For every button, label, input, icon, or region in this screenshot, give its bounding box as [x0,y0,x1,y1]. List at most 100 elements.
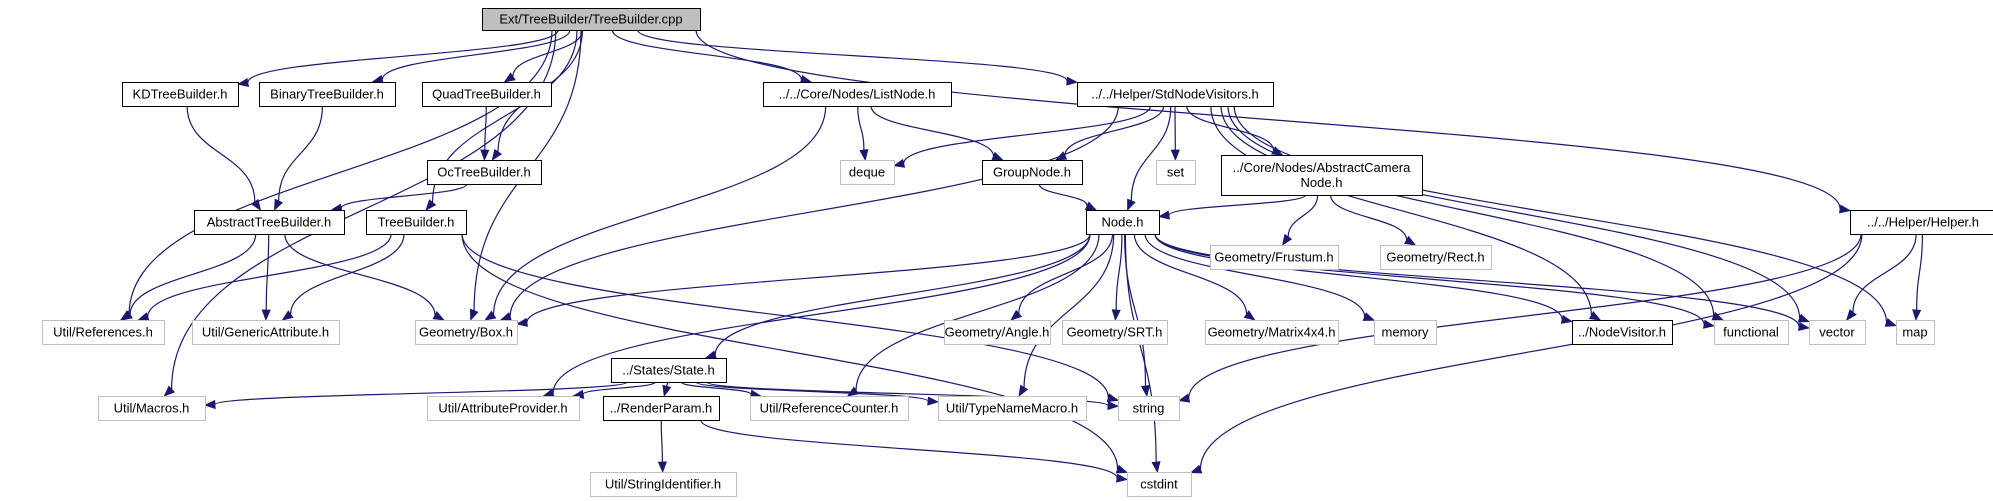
edge-listnode-to-groupnode [870,105,1004,161]
node-functional[interactable]: functional [1714,320,1789,345]
node-label: Ext/TreeBuilder/TreeBuilder.cpp [499,12,682,27]
node-vector[interactable]: vector [1809,320,1866,345]
edge-line [1852,233,1917,313]
node-nodevisitor[interactable]: ../NodeVisitor.h [1572,320,1673,345]
node-box [1086,210,1160,235]
edge-line [1227,105,1801,319]
node-label: ../Core/Nodes/AbstractCamera [1233,160,1412,175]
node-rect[interactable]: Geometry/Rect.h [1380,245,1492,270]
node-treebuilderh[interactable]: TreeBuilder.h [366,210,467,235]
edge-arrowhead [274,198,283,211]
node-label: KDTreeBuilder.h [133,87,228,102]
edge-line [1144,233,1366,317]
edge-state-to-string [706,381,1120,411]
node-box [1127,472,1192,497]
edge-stdnodevisitors-to-functional [1220,105,1724,321]
node-cstdint[interactable]: cstdint [1127,472,1192,497]
edge-root-to-kdtree [236,29,559,88]
edge-treebuilderh-to-cstdint [461,233,1129,474]
edge-line [1188,233,1862,399]
node-stdnodevisitors[interactable]: ../../Helper/StdNodeVisitors.h [1077,82,1274,107]
edge-line [1154,233,1800,327]
edge-helperh-to-map [1912,233,1923,322]
node-frustum[interactable]: Geometry/Frustum.h [1210,245,1339,270]
edge-stdnodevisitors-to-nodevisitor [1210,105,1602,321]
node-helperh[interactable]: ../../Helper/Helper.h [1850,210,1993,235]
node-set[interactable]: set [1156,160,1196,185]
node-srt[interactable]: Geometry/SRT.h [1062,320,1168,345]
edge-arrowhead [704,350,717,360]
node-binarytree[interactable]: BinaryTreeBuilder.h [259,82,396,107]
edge-root-to-stdnodevisitors [637,29,1079,86]
node-groupnode[interactable]: GroupNode.h [982,160,1083,185]
edge-arrowhead [480,149,490,162]
edge-arrowhead [1362,312,1376,321]
edge-arrowhead [163,385,176,397]
edge-line [855,233,1100,391]
edge-arrowhead [203,399,216,410]
node-nodeh[interactable]: Node.h [1086,210,1160,235]
node-octree[interactable]: OcTreeBuilder.h [427,160,542,185]
node-box [1210,245,1339,270]
node-box[interactable]: Geometry/Box.h [415,320,518,345]
edge-line [1330,194,1408,241]
edge-line [857,105,865,151]
node-box [194,210,345,235]
edge-line [278,105,323,201]
edge-nodeh-to-nodevisitor [1154,233,1574,324]
edge-line [1154,233,1705,325]
node-state[interactable]: ../States/State.h [611,358,727,383]
edge-nodeh-to-memory [1144,233,1376,321]
node-box [1896,320,1935,345]
node-stringid[interactable]: Util/StringIdentifier.h [590,472,737,497]
edge-line [700,419,1118,479]
edge-line [714,233,1091,355]
node-references[interactable]: Util/References.h [42,320,165,345]
node-memory[interactable]: memory [1374,320,1437,345]
edge-line [1220,105,1715,317]
node-quadtree[interactable]: QuadTreeBuilder.h [422,82,552,107]
node-label: vector [1819,325,1855,340]
node-box [1380,245,1492,270]
node-angle[interactable]: Geometry/Angle.h [944,320,1051,345]
edge-arrowhead [1084,201,1098,211]
node-typenamemacro[interactable]: Util/TypeNameMacro.h [938,396,1087,421]
node-deque[interactable]: deque [840,160,895,185]
edge-arrowhead [1403,235,1417,246]
edge-arrowhead [1798,321,1811,332]
node-attrprovider[interactable]: Util/AttributeProvider.h [427,396,580,421]
edge-stdnodevisitors-to-set [1170,105,1180,162]
edge-root-to-listnode [611,29,813,84]
edge-arrowhead [542,388,555,398]
node-string[interactable]: string [1118,396,1180,421]
edge-line [870,105,995,157]
node-matrix[interactable]: Geometry/Matrix4x4.h [1205,320,1339,345]
edge-line [611,29,802,80]
node-macros[interactable]: Util/Macros.h [98,396,206,421]
node-root[interactable]: Ext/TreeBuilder/TreeBuilder.cpp [482,8,701,31]
edge-arrowhead [1177,393,1191,403]
edge-arrowhead [1189,464,1203,474]
node-label: Geometry/Frustum.h [1214,250,1333,265]
node-refcounter[interactable]: Util/ReferenceCounter.h [750,396,909,421]
node-abstracttree[interactable]: AbstractTreeBuilder.h [194,210,345,235]
edge-arrowhead [1115,464,1129,474]
node-map[interactable]: map [1896,320,1935,345]
edge-line [493,105,827,315]
node-label: set [1167,165,1185,180]
edge-root-to-helperh [695,29,1852,214]
node-listnode[interactable]: ../../Core/Nodes/ListNode.h [763,82,952,107]
edge-arrowhead [1839,204,1852,214]
node-label: Geometry/Angle.h [945,325,1050,340]
edge-line [147,233,392,317]
node-label: Util/ReferenceCounter.h [760,401,899,416]
edge-arrowhead [991,151,1004,161]
edge-line [1199,233,1863,470]
edge-line [706,381,1109,407]
node-kdtree[interactable]: KDTreeBuilder.h [122,82,239,107]
node-renderparam[interactable]: ../RenderParam.h [603,396,720,421]
node-genericattr[interactable]: Util/GenericAttribute.h [192,320,340,345]
edge-nodeh-to-srt [1111,233,1123,322]
node-box [42,320,165,345]
